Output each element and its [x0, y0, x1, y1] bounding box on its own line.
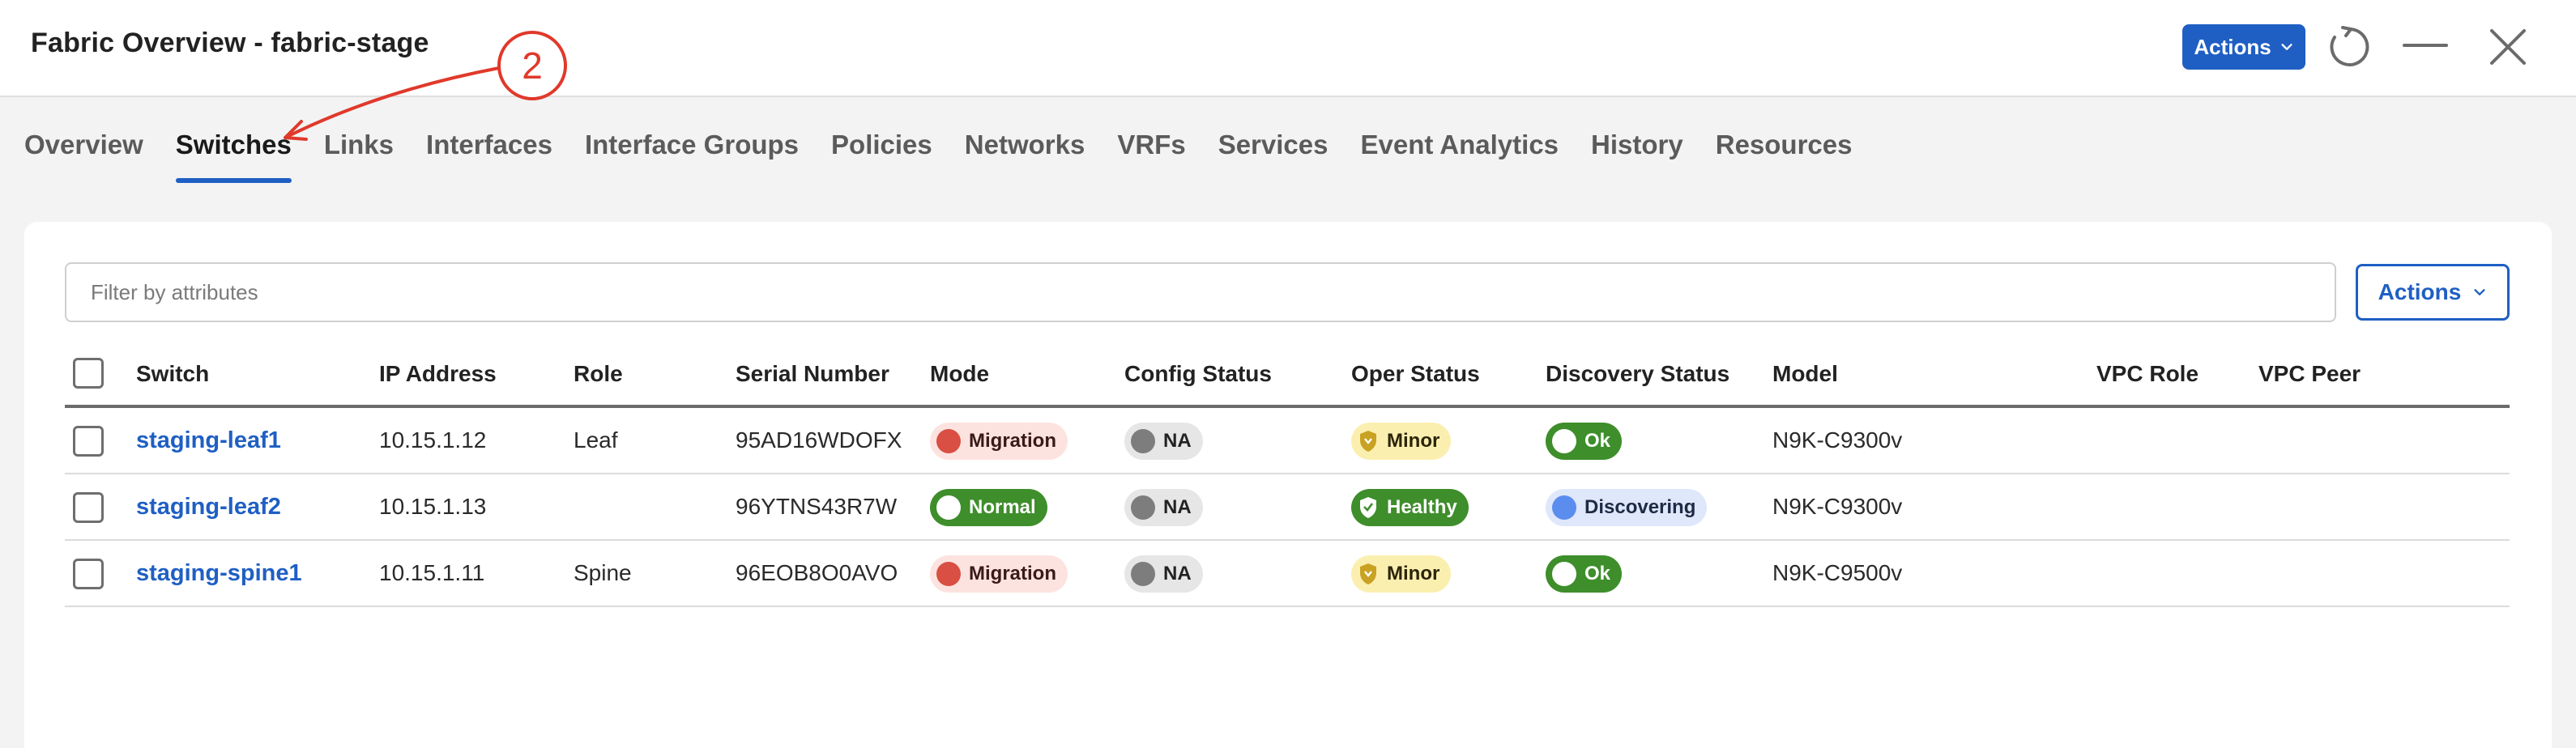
- tab-resources[interactable]: Resources: [1715, 130, 1853, 159]
- config-status-label: NA: [1163, 496, 1192, 518]
- title-bar: Fabric Overview - fabric-stage Actions: [0, 0, 2576, 97]
- ip-address: 10.15.1.11: [379, 560, 485, 585]
- mode-badge: Migration: [930, 555, 1068, 593]
- table-row[interactable]: staging-leaf1 10.15.1.12 Leaf 95AD16WDOF…: [65, 408, 2510, 474]
- close-icon[interactable]: [2484, 23, 2532, 71]
- tab-links[interactable]: Links: [323, 130, 395, 159]
- model: N9K-C9300v: [1772, 427, 1903, 453]
- switch-name-link[interactable]: staging-leaf2: [136, 494, 281, 520]
- mode-label: Migration: [969, 430, 1056, 452]
- oper-status-badge: Minor: [1351, 423, 1452, 460]
- oper-status-label: Healthy: [1387, 496, 1457, 518]
- table-actions-label: Actions: [2378, 279, 2462, 304]
- row-checkbox[interactable]: [73, 492, 104, 523]
- mode-badge: Migration: [930, 423, 1068, 460]
- table-actions-button[interactable]: Actions: [2356, 264, 2510, 321]
- status-dot-icon: [1552, 495, 1576, 520]
- discovery-status-label: Ok: [1584, 563, 1611, 584]
- oper-status-badge: Healthy: [1351, 489, 1469, 526]
- status-dot-icon: [1131, 495, 1155, 520]
- config-status-badge: NA: [1124, 555, 1203, 593]
- chevron-down-icon: [2281, 44, 2292, 50]
- config-status-badge: NA: [1124, 423, 1203, 460]
- mode-label: Migration: [969, 563, 1056, 584]
- tab-event-analytics[interactable]: Event Analytics: [1360, 130, 1559, 159]
- discovery-status-badge: Discovering: [1546, 489, 1708, 526]
- row-checkbox[interactable]: [73, 559, 104, 589]
- col-vpc-peer[interactable]: VPC Peer: [2258, 361, 2361, 386]
- col-mode[interactable]: Mode: [930, 361, 990, 386]
- chevron-down-icon: [2474, 289, 2485, 295]
- status-dot-icon: [1552, 429, 1576, 453]
- status-dot-icon: [1131, 562, 1155, 586]
- tab-interface-groups[interactable]: Interface Groups: [584, 130, 800, 159]
- serial-number: 95AD16WDOFX: [736, 427, 902, 453]
- annotation-step-badge: 2: [497, 31, 567, 100]
- oper-status-label: Minor: [1387, 563, 1440, 584]
- switches-table: Switch IP Address Role Serial Number Mod…: [65, 343, 2510, 607]
- refresh-icon[interactable]: [2325, 23, 2373, 71]
- model: N9K-C9300v: [1772, 494, 1903, 519]
- config-status-badge: NA: [1124, 489, 1203, 526]
- table-row[interactable]: staging-spine1 10.15.1.11 Spine 96EOB8O0…: [65, 541, 2510, 607]
- ip-address: 10.15.1.13: [379, 494, 487, 519]
- select-all-checkbox[interactable]: [73, 358, 104, 389]
- config-status-label: NA: [1163, 563, 1192, 584]
- header-actions-button[interactable]: Actions: [2182, 24, 2305, 70]
- tab-switches[interactable]: Switches: [175, 130, 292, 186]
- minimize-icon[interactable]: [2403, 29, 2448, 62]
- table-header: Switch IP Address Role Serial Number Mod…: [65, 343, 2510, 408]
- role: Spine: [574, 560, 632, 585]
- status-dot-icon: [1552, 562, 1576, 586]
- col-role[interactable]: Role: [574, 361, 623, 386]
- tab-interfaces[interactable]: Interfaces: [426, 130, 552, 159]
- row-checkbox[interactable]: [73, 426, 104, 457]
- discovery-status-label: Ok: [1584, 430, 1611, 452]
- config-status-label: NA: [1163, 430, 1192, 452]
- serial-number: 96YTNS43R7W: [736, 494, 898, 519]
- filter-input[interactable]: [65, 262, 2336, 322]
- col-discovery-status[interactable]: Discovery Status: [1546, 361, 1730, 386]
- col-model[interactable]: Model: [1772, 361, 1838, 386]
- status-dot-icon: [936, 429, 961, 453]
- shield-warning-icon: [1360, 563, 1376, 584]
- col-switch[interactable]: Switch: [136, 361, 210, 386]
- serial-number: 96EOB8O0AVO: [736, 560, 898, 585]
- discovery-status-badge: Ok: [1546, 423, 1623, 460]
- shield-check-icon: [1360, 497, 1376, 518]
- status-dot-icon: [936, 562, 961, 586]
- shield-warning-icon: [1360, 431, 1376, 452]
- oper-status-label: Minor: [1387, 430, 1440, 452]
- switches-panel: Actions Switch IP Address Role Serial Nu…: [24, 222, 2552, 748]
- tab-history[interactable]: History: [1591, 130, 1683, 159]
- model: N9K-C9500v: [1772, 560, 1903, 585]
- tab-networks[interactable]: Networks: [964, 130, 1085, 159]
- tab-vrfs[interactable]: VRFs: [1117, 130, 1186, 159]
- col-serial-number[interactable]: Serial Number: [736, 361, 889, 386]
- discovery-status-badge: Ok: [1546, 555, 1623, 593]
- table-row[interactable]: staging-leaf2 10.15.1.13 96YTNS43R7W Nor…: [65, 474, 2510, 541]
- switch-name-link[interactable]: staging-leaf1: [136, 427, 281, 453]
- role: Leaf: [574, 427, 618, 453]
- col-vpc-role[interactable]: VPC Role: [2096, 361, 2199, 386]
- oper-status-badge: Minor: [1351, 555, 1452, 593]
- fabric-tabs: Overview Switches Links Interfaces Inter…: [24, 130, 1885, 194]
- tab-overview[interactable]: Overview: [24, 130, 143, 159]
- status-dot-icon: [936, 495, 961, 520]
- discovery-status-label: Discovering: [1584, 496, 1696, 518]
- ip-address: 10.15.1.12: [379, 427, 487, 453]
- col-ip-address[interactable]: IP Address: [379, 361, 497, 386]
- mode-badge: Normal: [930, 489, 1047, 526]
- col-oper-status[interactable]: Oper Status: [1351, 361, 1480, 386]
- window-title: Fabric Overview - fabric-stage: [31, 28, 429, 58]
- col-config-status[interactable]: Config Status: [1124, 361, 1272, 386]
- header-actions-label: Actions: [2194, 34, 2271, 59]
- tab-services[interactable]: Services: [1218, 130, 1329, 159]
- status-dot-icon: [1131, 429, 1155, 453]
- mode-label: Normal: [969, 496, 1036, 518]
- switch-name-link[interactable]: staging-spine1: [136, 560, 302, 586]
- tab-policies[interactable]: Policies: [831, 130, 932, 159]
